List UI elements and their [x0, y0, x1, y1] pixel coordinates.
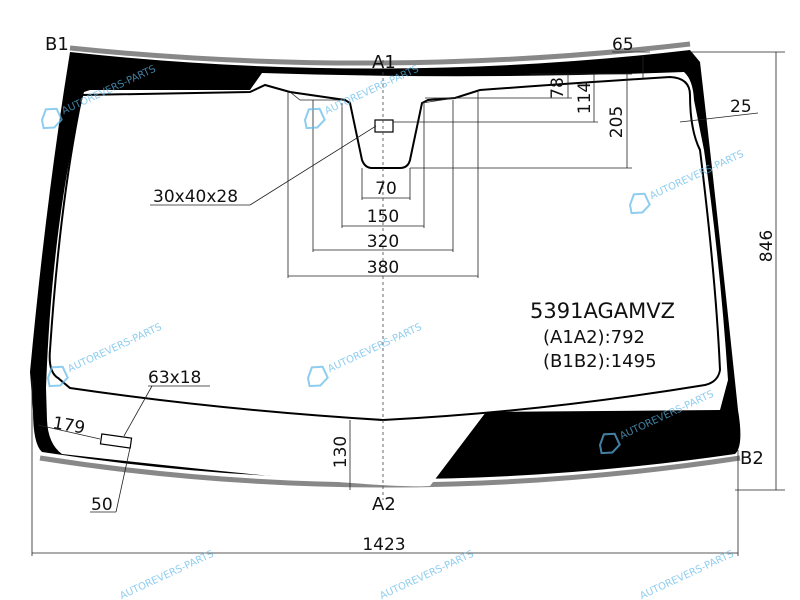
dim-846: 846	[757, 230, 777, 262]
sensor-zone-outline	[289, 91, 345, 101]
point-a1-label: A1	[372, 52, 396, 73]
part-code: 5391AGAMVZ	[530, 299, 675, 323]
dim-150: 150	[367, 207, 399, 227]
point-a2-label: A2	[372, 494, 396, 515]
watermark-text: AUTOREVERS-PARTS	[638, 549, 735, 600]
vertical-dimensions	[37, 51, 785, 513]
viewing-area-line	[48, 75, 722, 422]
dim-65: 65	[612, 35, 634, 55]
watermark-text: AUTOREVERS-PARTS	[118, 549, 215, 600]
horizontal-dimensions	[31, 92, 739, 556]
dim-sensor: 30x40x28	[153, 187, 238, 207]
glass-clear-area	[46, 72, 728, 487]
watermark-logo-icon	[598, 432, 621, 455]
dim-1423: 1423	[362, 535, 405, 555]
watermark-logo-icon	[628, 192, 651, 215]
dim-320: 320	[367, 232, 399, 252]
dim-130: 130	[331, 436, 351, 468]
point-b2-label: B2	[740, 448, 764, 469]
vin-window	[99, 433, 133, 449]
watermark-logo-icon	[46, 365, 69, 388]
point-b1-label: B1	[45, 34, 69, 55]
dim-114: 114	[575, 82, 595, 114]
dim-205: 205	[607, 106, 627, 138]
sensor-pad	[374, 119, 394, 133]
dim-vin-window: 63x18	[148, 368, 201, 388]
dim-380: 380	[367, 258, 399, 278]
dim-78: 78	[548, 77, 568, 99]
dim-70: 70	[375, 179, 397, 199]
top-edge-shadow	[69, 41, 691, 66]
sensor-zone-outline-right	[421, 97, 456, 104]
watermark-text: AUTOREVERS-PARTS	[378, 549, 475, 600]
watermark-logo-icon	[303, 107, 326, 130]
watermark-logo-icon	[40, 107, 63, 130]
dim-25: 25	[730, 97, 752, 117]
watermark-logo-icon	[306, 365, 329, 388]
dim-50: 50	[91, 495, 113, 515]
b1b2-measure: (B1B2):1495	[543, 351, 657, 372]
a1a2-measure: (A1A2):792	[543, 327, 645, 348]
